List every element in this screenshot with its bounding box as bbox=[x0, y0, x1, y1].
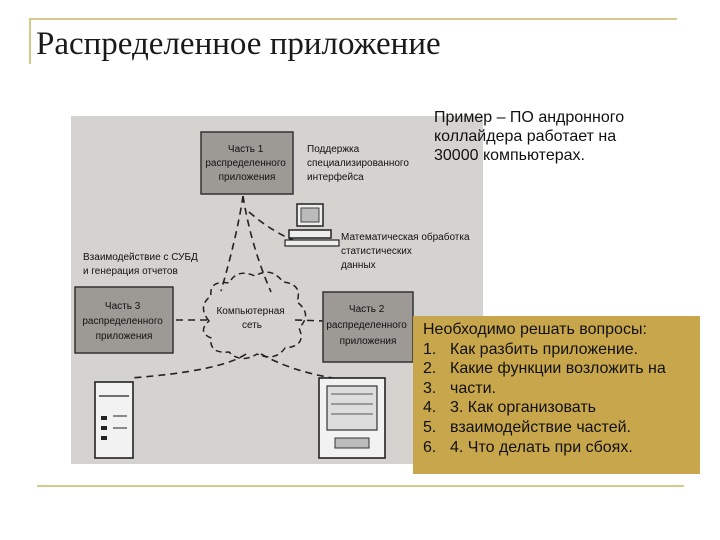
network-line: Компьютерная bbox=[216, 306, 284, 317]
part2-line: Часть 2 bbox=[349, 304, 385, 315]
example-text: Пример – ПО андронного коллайдера работа… bbox=[434, 108, 694, 165]
math-processing-label: Математическая обработка статистических … bbox=[341, 231, 472, 271]
questions-heading: Необходимо решать вопросы: bbox=[423, 321, 647, 338]
support-line: Поддержка bbox=[307, 144, 360, 155]
part2-line: распределенного bbox=[326, 320, 407, 331]
question-number: 2. bbox=[423, 360, 437, 378]
example-line: Пример – ПО андронного bbox=[434, 109, 625, 126]
questions-box: Необходимо решать вопросы: 1. Как разбить… bbox=[413, 316, 700, 474]
scanned-diagram: Часть 1 распределенного приложения Часть… bbox=[71, 116, 483, 464]
network-cloud bbox=[202, 271, 307, 360]
part2-line: приложения bbox=[340, 336, 397, 347]
slide-title: Распределенное приложение bbox=[36, 26, 441, 62]
frame-left-line bbox=[29, 18, 31, 64]
part1-line: приложения bbox=[219, 172, 276, 183]
question-number: 5. bbox=[423, 418, 437, 436]
network-label: Компьютерная сеть bbox=[216, 306, 287, 331]
support-interface-label: Поддержка специализированного интерфейса bbox=[307, 144, 412, 183]
math-line: данных bbox=[341, 260, 376, 271]
question-item: 5. взаимодействие частей. bbox=[423, 418, 700, 438]
part1-line: Часть 1 bbox=[228, 144, 264, 155]
support-line: специализированного bbox=[307, 158, 409, 169]
part1-label: Часть 1 распределенного приложения bbox=[205, 144, 288, 183]
frame-bottom-line bbox=[37, 485, 684, 487]
part1-line: распределенного bbox=[205, 158, 286, 169]
part2-label: Часть 2 распределенного приложения bbox=[326, 304, 409, 347]
example-line: коллайдера работает на bbox=[434, 128, 617, 145]
part3-line: приложения bbox=[96, 331, 153, 342]
part3-line: Часть 3 bbox=[105, 301, 141, 312]
math-line: статистических bbox=[341, 246, 412, 257]
question-item: 3. части. bbox=[423, 379, 700, 399]
part1-box bbox=[200, 131, 294, 195]
question-text: 3. Как организовать bbox=[450, 399, 596, 417]
example-line: 30000 компьютерах. bbox=[434, 147, 585, 164]
part3-label: Часть 3 распределенного приложения bbox=[82, 301, 165, 342]
question-number: 4. bbox=[423, 399, 437, 417]
question-text: 4. Что делать при сбоях. bbox=[450, 438, 633, 456]
question-item: 1. Как разбить приложение. bbox=[423, 340, 700, 360]
question-item: 2. Какие функции возложить на bbox=[423, 359, 700, 379]
support-line: интерфейса bbox=[307, 171, 364, 183]
link-network-workstation bbox=[260, 353, 334, 379]
question-number: 6. bbox=[423, 438, 437, 456]
dbms-line: Взаимодействие с СУБД bbox=[83, 252, 198, 263]
link-part1-pc bbox=[248, 211, 294, 241]
part3-line: распределенного bbox=[82, 316, 163, 327]
question-number: 3. bbox=[423, 379, 437, 397]
pc-icon bbox=[284, 203, 340, 247]
questions-list: 1. Как разбить приложение. 2. Какие функци… bbox=[423, 340, 700, 458]
dbms-label: Взаимодействие с СУБД и генерация отчето… bbox=[83, 252, 201, 277]
question-text: части. bbox=[450, 379, 496, 397]
link-part1-network-b bbox=[242, 195, 272, 293]
question-item: 6. 4. Что делать при сбоях. bbox=[423, 438, 700, 458]
question-text: взаимодействие частей. bbox=[450, 418, 631, 436]
math-line: Математическая обработка bbox=[341, 231, 470, 243]
link-part1-network bbox=[220, 195, 244, 292]
server-tower-icon bbox=[94, 381, 134, 459]
dbms-line: и генерация отчетов bbox=[83, 266, 178, 277]
workstation-icon bbox=[318, 377, 386, 459]
part3-box bbox=[74, 286, 174, 354]
part2-box bbox=[322, 291, 414, 363]
link-network-part2 bbox=[294, 319, 327, 322]
network-line: сеть bbox=[242, 320, 262, 331]
question-item: 4. 3. Как организовать bbox=[423, 398, 700, 418]
question-text: Какие функции возложить на bbox=[450, 360, 666, 378]
question-number: 1. bbox=[423, 340, 437, 358]
diagram-canvas: Часть 1 распределенного приложения Часть… bbox=[74, 131, 472, 459]
question-text: Как разбить приложение. bbox=[450, 340, 639, 358]
link-network-server bbox=[130, 353, 247, 379]
frame-top-line bbox=[29, 18, 677, 20]
